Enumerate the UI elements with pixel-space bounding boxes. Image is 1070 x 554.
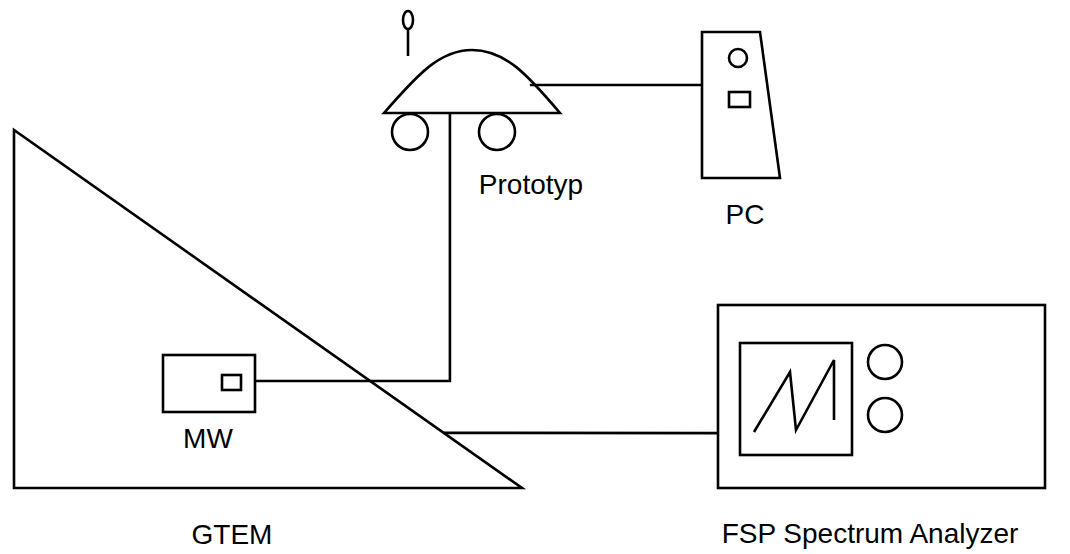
cable-line <box>444 432 718 435</box>
device-label: FSP Spectrum Analyzer <box>722 519 1019 550</box>
microwave-box-outline <box>163 355 255 412</box>
gtem-cell: GTEMMW <box>14 130 522 488</box>
antenna-mast <box>407 29 410 56</box>
gtem-triangle <box>14 130 522 488</box>
device-label: MW <box>183 424 233 455</box>
microwave-body <box>163 355 255 412</box>
analyzer-trace <box>754 360 834 432</box>
analyzer-knob <box>868 345 902 379</box>
device-label: PC <box>726 200 765 231</box>
prototype-vehicle: Prototyp <box>380 8 565 152</box>
antenna-tip <box>403 11 413 29</box>
pc-tower-outline <box>700 30 782 180</box>
cable-line <box>530 84 702 87</box>
analyzer-knob <box>868 398 902 432</box>
pc-button <box>729 49 747 67</box>
vehicle-wheel <box>479 114 515 150</box>
vehicle-dome <box>384 50 560 113</box>
analyzer-case <box>718 305 1045 488</box>
pc-case <box>702 32 780 178</box>
device-label: Prototyp <box>479 170 583 201</box>
pc-drive <box>729 92 750 107</box>
gtem-cell-outline <box>14 130 522 488</box>
vehicle-wheel <box>392 114 428 150</box>
analyzer-screen <box>740 343 852 455</box>
device-label: GTEM <box>192 520 273 551</box>
microwave-box: MW <box>163 355 255 412</box>
pc-tower: PC <box>700 30 782 180</box>
spectrum-analyzer-outline <box>718 305 1045 488</box>
prototype-vehicle-outline <box>380 8 565 152</box>
microwave-port <box>222 375 241 390</box>
spectrum-analyzer: FSP Spectrum Analyzer <box>718 305 1045 488</box>
cable-line <box>255 113 450 381</box>
